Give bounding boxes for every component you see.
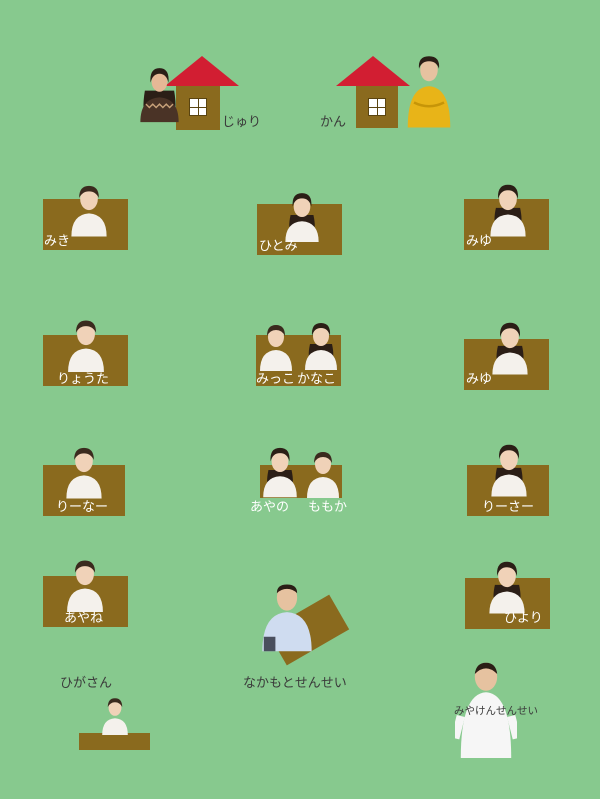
person-ayane [62,556,108,612]
house-juri: じゅり [137,56,277,136]
seat-label: あやの [250,500,290,515]
person-riisa [487,440,531,498]
seat-label: みゆ [466,372,493,387]
window-icon [368,98,386,116]
house-roof [336,56,410,86]
house-body [176,86,220,130]
house-label: じゅり [222,115,262,130]
house-kan: かん [320,46,460,136]
seat-label: りーなー [56,500,109,515]
seat-label: かなこ [297,372,337,387]
seat-label: あやね [64,611,104,626]
seat-label: みやけんせんせい [454,705,538,717]
seat-label: みっこ [256,372,296,387]
person-kan [407,56,451,128]
person-juri [140,68,179,123]
person-riina [62,442,106,500]
person-nakamoto [262,584,312,652]
seat-label: ひとみ [259,239,298,254]
seat-label: なかもとせんせい [243,676,347,691]
person-hiyori [485,558,529,614]
person-miyaken [455,662,517,758]
person-mikko [256,318,296,374]
seat-label: ひがさん [60,676,113,691]
person-miyu-1 [486,181,530,237]
window-icon [189,98,207,116]
person-miki [67,181,111,237]
seat-label: ももか [308,500,348,515]
person-ayano [259,442,301,500]
person-higa [95,695,135,735]
seat-label: みゆ [466,234,493,249]
person-kanako [301,316,341,374]
seat-label: ひより [504,611,543,626]
house-label: かん [320,115,347,130]
seat-label: りーさー [482,500,535,515]
person-momoka [303,447,343,499]
person-hitomi [280,190,324,242]
person-miyu-2 [488,318,532,376]
house-roof [165,56,239,86]
seat-label: みき [44,234,71,249]
desk-higa [79,733,150,750]
seat-label: りょうた [57,372,110,387]
person-ryouta [62,316,110,372]
house-body [356,86,398,128]
